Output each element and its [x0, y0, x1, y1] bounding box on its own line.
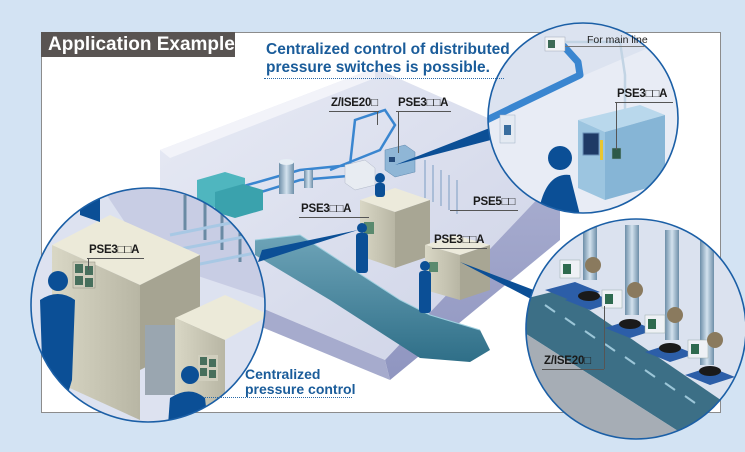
leader-pse3-right-circle [615, 102, 673, 103]
leader-zise20-right-circle-rise [604, 306, 605, 369]
leader-pse5 [450, 210, 518, 211]
air-preparation-units [197, 172, 263, 218]
leader-pse3-top [396, 111, 451, 112]
conveyor-belt [254, 234, 490, 362]
detail-circle-left [31, 188, 265, 422]
leader-zise20-right-circle [542, 369, 604, 370]
label-pse3-right-circle: PSE3□□A [617, 88, 668, 100]
label-pse3-mid: PSE3□□A [301, 203, 352, 215]
control-cabinet [344, 144, 416, 191]
leader-pse3-top-drop [398, 111, 399, 153]
leader-zise20-top-drop [377, 111, 378, 125]
headline-line-1: Centralized control of distributed [266, 41, 510, 58]
operator-figures [356, 173, 431, 313]
circle-border-top-right [487, 22, 679, 214]
leader-pse3-right-circle-drop [616, 102, 617, 150]
headline-underline [264, 78, 504, 79]
caption-line-1: Centralized [245, 366, 321, 382]
leader-pse3-left-circle [87, 258, 144, 259]
label-pse5: PSE5□□ [473, 196, 516, 208]
leader-zise20-top [329, 111, 379, 112]
label-zise20-right-circle: Z/ISE20□ [544, 355, 591, 367]
caption-line-2: pressure control [245, 381, 356, 397]
caption-underline [205, 397, 352, 398]
label-pse3-left-circle: PSE3□□A [89, 244, 140, 256]
leader-pse3-lower [432, 248, 487, 249]
detail-circle-top-right [488, 23, 678, 213]
section-title: Application Example [41, 32, 235, 57]
leader-pse3-mid [299, 217, 369, 218]
label-pse3-lower: PSE3□□A [434, 234, 485, 246]
circle-border-bottom-right [525, 218, 745, 440]
label-zise20-top: Z/ISE20□ [331, 97, 378, 109]
label-for-main-line: For main line [587, 34, 648, 46]
vacuum-lines [424, 160, 458, 214]
inspection-machine-upper [360, 188, 430, 268]
label-pse3-top: PSE3□□A [398, 97, 449, 109]
circle-border-left [30, 187, 266, 423]
leader-for-main-line [565, 46, 645, 47]
air-tank [279, 159, 313, 194]
inspection-machine-lower [425, 235, 490, 300]
headline-line-2: pressure switches is possible. [266, 59, 490, 76]
leader-pse3-left-circle-drop [88, 258, 89, 270]
